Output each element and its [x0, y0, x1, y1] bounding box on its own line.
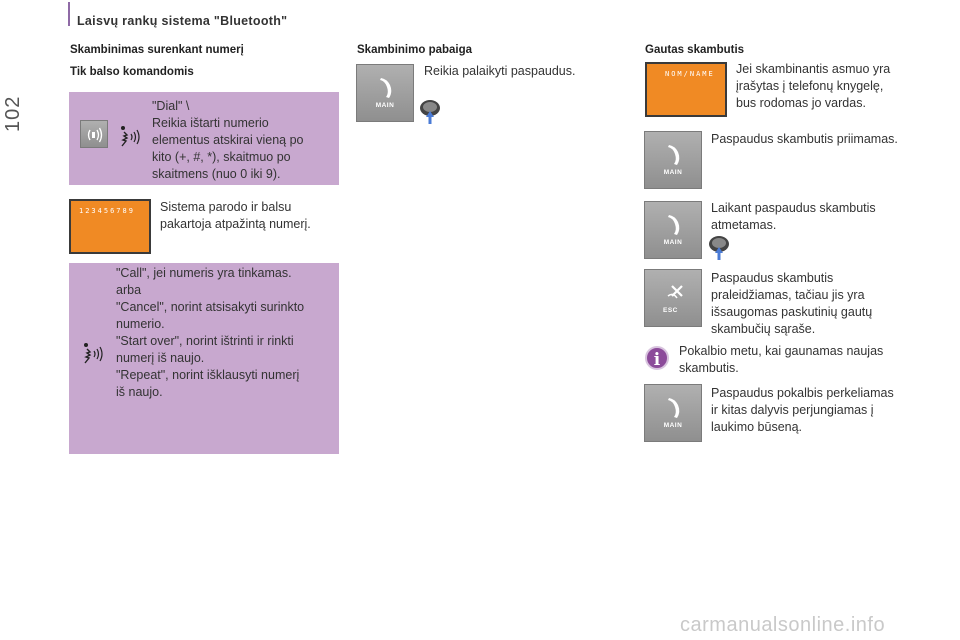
accept-call-text: Paspaudus skambutis priimamas.: [711, 132, 898, 146]
main-accept-button: MAIN: [644, 131, 702, 189]
col2-heading: Skambinimo pabaiga: [357, 44, 473, 56]
button-label: MAIN: [663, 239, 683, 246]
display-description: Sistema parodo ir balsu pakartoja atpaži…: [160, 200, 311, 231]
voice-command-button-icon: [80, 120, 108, 148]
button-label: MAIN: [663, 169, 683, 176]
speaking-head-icon: [121, 126, 140, 147]
voice-confirm-text: "Call", jei numeris yra tinkamas. arba "…: [116, 266, 305, 399]
info-icon: i: [645, 346, 669, 370]
reject-call-text: Laikant paspaudus skambutis atmetamas.: [711, 201, 876, 232]
phone-handset-icon: [668, 145, 680, 165]
press-hold-icon: [420, 100, 440, 124]
button-label: ESC: [663, 307, 678, 314]
button-label: MAIN: [375, 102, 395, 109]
col3-heading: Gautas skambutis: [645, 44, 745, 56]
col1-subheading: Tik balso komandomis: [70, 66, 194, 78]
speaking-head-icon: [84, 343, 103, 364]
press-hold-icon: [709, 236, 729, 260]
page-number-wrap: 102: [2, 82, 26, 132]
esc-ignore-button: ESC: [644, 269, 702, 327]
voice-dial-text: "Dial" \ Reikia ištarti numerio elementu…: [152, 99, 304, 181]
number-display-screen: 123456789: [69, 199, 151, 254]
page-number: 102: [2, 95, 24, 132]
transfer-call-text: Paspaudus pokalbis perkeliamas ir kitas …: [711, 386, 894, 434]
col1-heading: Skambinimas surenkant numerį: [70, 44, 244, 56]
caller-name-description: Jei skambinantis asmuo yra įrašytas į te…: [736, 62, 891, 110]
phone-handset-icon: [380, 78, 392, 98]
main-hold-transfer-button: MAIN: [644, 384, 702, 442]
end-call-text: Reikia palaikyti paspaudus.: [424, 64, 576, 78]
page-title: Laisvų rankų sistema "Bluetooth": [77, 14, 288, 28]
cross-phone-icon: [667, 285, 683, 299]
header-accent-bar: [68, 2, 70, 26]
phone-handset-icon: [668, 215, 680, 235]
phone-handset-icon: [668, 398, 680, 418]
display-name-text: NOM/NAME: [665, 70, 715, 78]
button-label: MAIN: [663, 422, 683, 429]
caller-name-display: NOM/NAME: [645, 62, 727, 117]
voice-confirm-block: "Call", jei numeris yra tinkamas. arba "…: [69, 263, 339, 454]
ignore-call-text: Paspaudus skambutis praleidžiamas, tačia…: [711, 271, 873, 336]
main-reject-button: MAIN: [644, 201, 702, 259]
main-phone-button: MAIN: [356, 64, 414, 122]
voice-waves-icon: [87, 127, 103, 143]
display-digits: 123456789: [79, 207, 135, 215]
watermark: carmanualsonline.info: [680, 614, 886, 636]
voice-dial-block: "Dial" \ Reikia ištarti numerio elementu…: [69, 92, 339, 185]
info-text: Pokalbio metu, kai gaunamas naujas skamb…: [679, 344, 884, 375]
